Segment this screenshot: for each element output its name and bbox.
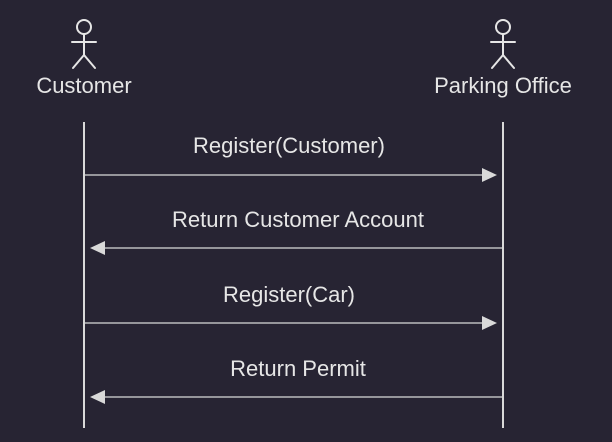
message-2: Return Customer Account [90, 207, 503, 255]
arrowhead-left-icon [90, 390, 105, 404]
message-label: Register(Customer) [193, 133, 385, 158]
message-1: Register(Customer) [84, 133, 497, 182]
actor-customer: Customer [36, 19, 132, 428]
actor-parking-office: Parking Office [434, 19, 572, 428]
stick-figure-icon [71, 19, 97, 69]
arrowhead-left-icon [90, 241, 105, 255]
message-label: Return Customer Account [172, 207, 424, 232]
arrowhead-right-icon [482, 316, 497, 330]
actor-label-parking-office: Parking Office [434, 73, 572, 98]
message-label: Register(Car) [223, 282, 355, 307]
message-4: Return Permit [90, 356, 503, 404]
arrowhead-right-icon [482, 168, 497, 182]
message-3: Register(Car) [84, 282, 497, 330]
stick-figure-icon [490, 19, 516, 69]
message-label: Return Permit [230, 356, 366, 381]
actor-label-customer: Customer [36, 73, 131, 98]
